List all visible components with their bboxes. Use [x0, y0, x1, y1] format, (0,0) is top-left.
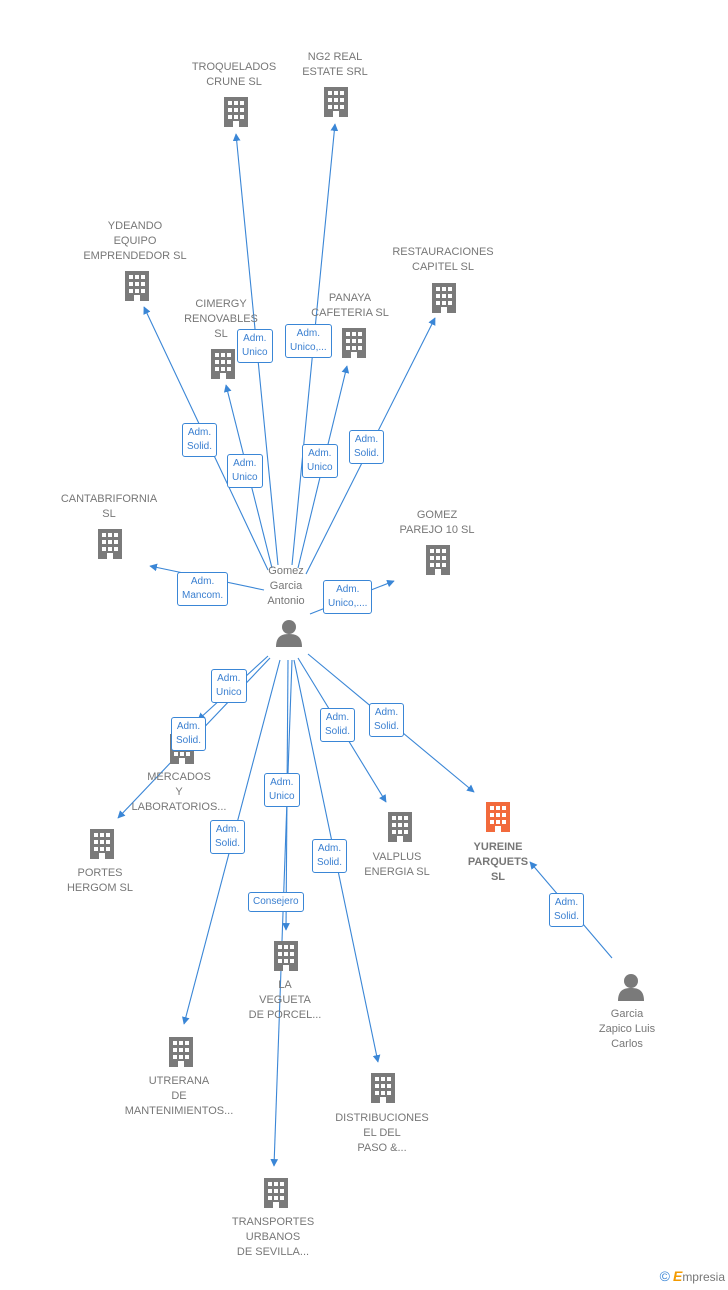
- building-icon-cantabrifornia[interactable]: [98, 529, 122, 559]
- edge-tag-garcia-yureine[interactable]: Adm. Solid.: [549, 893, 585, 927]
- edge-transportes: [270, 659, 293, 1167]
- node-label-valplus[interactable]: VALPLUS ENERGIA SL: [364, 851, 430, 878]
- edge-tag-cantabrifornia[interactable]: Adm. Mancom.: [177, 572, 229, 606]
- edges: [117, 123, 613, 1167]
- edge-tag-vegueta-unico[interactable]: Adm. Unico: [264, 773, 300, 807]
- node-label-vegueta[interactable]: LA VEGUETA DE PORCEL...: [248, 979, 322, 1021]
- building-icon-utrerana[interactable]: [169, 1037, 193, 1067]
- building-icon-transportes[interactable]: [264, 1178, 288, 1208]
- edge-tag-ng2[interactable]: Adm. Unico,...: [285, 324, 332, 358]
- node-label-yureine[interactable]: YUREINE PARQUETS SL: [467, 841, 529, 883]
- edge-tag-troquelados[interactable]: Adm. Unico: [237, 329, 273, 363]
- node-label-garcia-zapico[interactable]: Garcia Zapico Luis Carlos: [598, 1008, 656, 1050]
- edge-tag-cimergy[interactable]: Adm. Unico: [227, 454, 263, 488]
- edge-tag-yureine[interactable]: Adm. Solid.: [369, 703, 405, 737]
- node-label-portes[interactable]: PORTES HERGOM SL: [66, 867, 133, 894]
- building-icon-panaya[interactable]: [342, 328, 366, 358]
- node-label-gomez-garcia[interactable]: Gomez Garcia Antonio: [267, 565, 305, 607]
- edge-tag-portes[interactable]: Adm. Solid.: [171, 717, 207, 751]
- node-label-gomezparejo[interactable]: GOMEZ PAREJO 10 SL: [399, 509, 475, 536]
- building-icon-ng2[interactable]: [324, 87, 348, 117]
- building-icon-valplus[interactable]: [388, 812, 412, 842]
- edge-tag-distribuciones[interactable]: Adm. Solid.: [312, 839, 348, 873]
- edge-tag-gomezparejo[interactable]: Adm. Unico,....: [323, 580, 373, 614]
- person-icon-gomez-garcia[interactable]: [276, 620, 302, 647]
- node-label-ng2[interactable]: NG2 REAL ESTATE SRL: [302, 51, 368, 78]
- node-label-transportes[interactable]: TRANSPORTES URBANOS DE SEVILLA...: [231, 1216, 315, 1258]
- node-label-ydeando[interactable]: YDEANDO EQUIPO EMPRENDEDOR SL: [83, 220, 187, 262]
- person-icons: [276, 620, 644, 1001]
- edge-tag-panaya[interactable]: Adm. Unico: [302, 444, 338, 478]
- building-icon-yureine[interactable]: [486, 802, 510, 832]
- edge-tag-consejero[interactable]: Consejero: [248, 892, 304, 912]
- copyright-icon: ©: [659, 1268, 670, 1284]
- node-label-restauraciones[interactable]: RESTAURACIONES CAPITEL SL: [392, 246, 494, 273]
- building-icon-restauraciones[interactable]: [432, 283, 456, 313]
- node-label-distribuciones[interactable]: DISTRIBUCIONES EL DEL PASO &...: [335, 1112, 429, 1154]
- person-icon-garcia-zapico[interactable]: [618, 974, 644, 1001]
- building-icon-vegueta[interactable]: [274, 941, 298, 971]
- node-label-cantabrifornia[interactable]: CANTABRIFORNIA SL: [60, 493, 158, 520]
- building-icon-portes[interactable]: [90, 829, 114, 859]
- edge-tag-mercados[interactable]: Adm. Unico: [211, 669, 247, 703]
- brand-logo-text: mpresia: [682, 1270, 725, 1284]
- node-label-cimergy[interactable]: CIMERGY RENOVABLES SL: [184, 298, 258, 340]
- edge-tag-ydeando[interactable]: Adm. Solid.: [182, 423, 218, 457]
- brand-footer: ©Empresia: [660, 1268, 725, 1284]
- edge-tag-valplus[interactable]: Adm. Solid.: [320, 708, 356, 742]
- node-label-utrerana[interactable]: UTRERANA DE MANTENIMIENTOS...: [124, 1075, 234, 1117]
- building-icon-troquelados[interactable]: [224, 97, 248, 127]
- brand-logo-e: E: [672, 1268, 683, 1284]
- edge-tag-restauraciones[interactable]: Adm. Solid.: [349, 430, 385, 464]
- building-icon-cimergy[interactable]: [211, 349, 235, 379]
- building-icon-gomezparejo[interactable]: [426, 545, 450, 575]
- node-label-mercados[interactable]: MERCADOS Y LABORATORIOS...: [131, 771, 227, 813]
- building-icon-distribuciones[interactable]: [371, 1073, 395, 1103]
- node-label-panaya[interactable]: PANAYA CAFETERIA SL: [311, 292, 389, 319]
- node-label-troquelados[interactable]: TROQUELADOS CRUNE SL: [191, 61, 277, 88]
- edge-tag-utrerana[interactable]: Adm. Solid.: [210, 820, 246, 854]
